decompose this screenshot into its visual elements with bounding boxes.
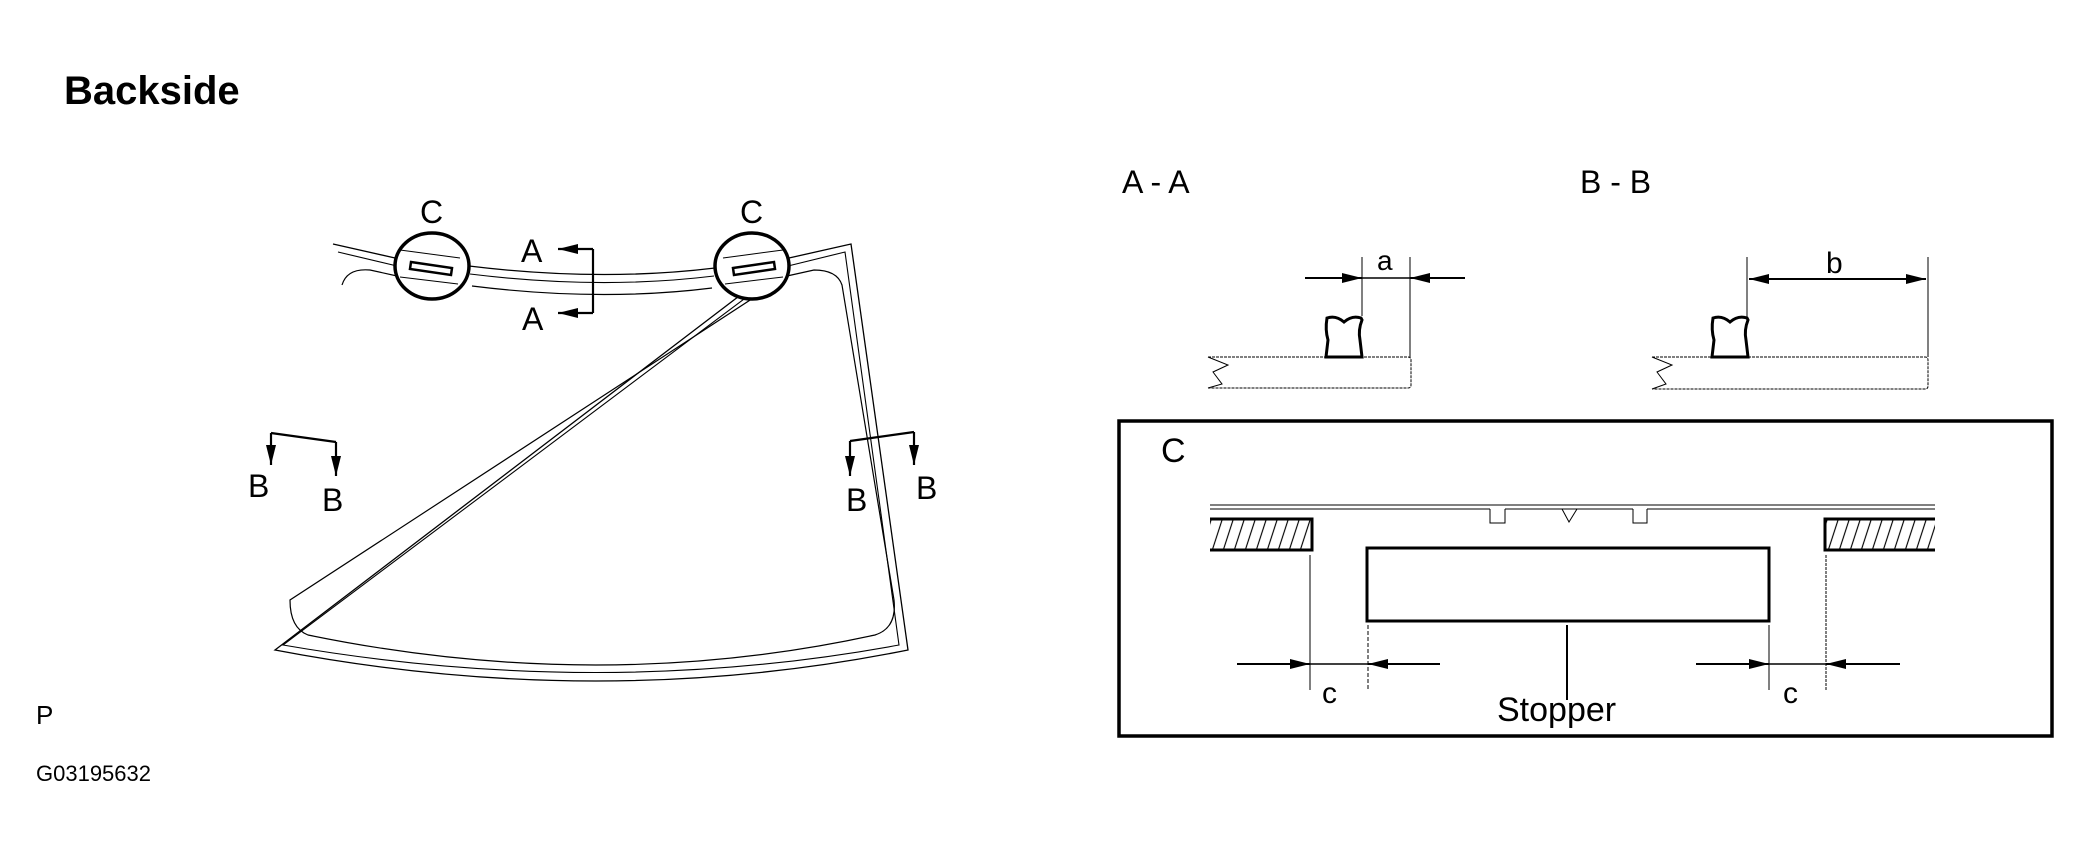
diagram-title: Backside <box>64 69 240 113</box>
callout-b-left-2: B <box>322 482 343 518</box>
section-aa-title: A - A <box>1122 164 1190 200</box>
dimension-a-label: a <box>1377 245 1393 276</box>
detail-c-left-marker <box>393 231 471 301</box>
detail-c-drawing <box>1210 504 1935 700</box>
section-bb-drawing <box>1651 257 1929 390</box>
section-aa-drawing <box>1207 257 1465 389</box>
detail-c-right-marker <box>713 231 791 301</box>
section-b-left-marker <box>266 431 341 476</box>
callout-a-bottom: A <box>522 301 544 337</box>
callout-c-right: C <box>740 194 763 230</box>
dimension-c-right-label: c <box>1783 677 1798 710</box>
callout-b-right-2: B <box>916 470 937 506</box>
callout-b-right-1: B <box>846 482 867 518</box>
dimension-b-label: b <box>1826 247 1843 280</box>
detail-c-frame <box>1117 419 2054 738</box>
section-b-right-marker <box>845 430 919 476</box>
callout-b-left-1: B <box>248 468 269 504</box>
callout-c-left: C <box>420 194 443 230</box>
section-bb-title: B - B <box>1580 164 1651 200</box>
callout-a-top: A <box>521 233 543 269</box>
dimension-c-left-label: c <box>1322 677 1337 710</box>
detail-c-title: C <box>1161 432 1186 470</box>
section-a-marker <box>558 244 595 318</box>
view-code: P <box>36 700 54 730</box>
windshield-outline <box>273 243 909 682</box>
stopper-label: Stopper <box>1497 691 1616 729</box>
figure-id: G03195632 <box>36 761 151 786</box>
